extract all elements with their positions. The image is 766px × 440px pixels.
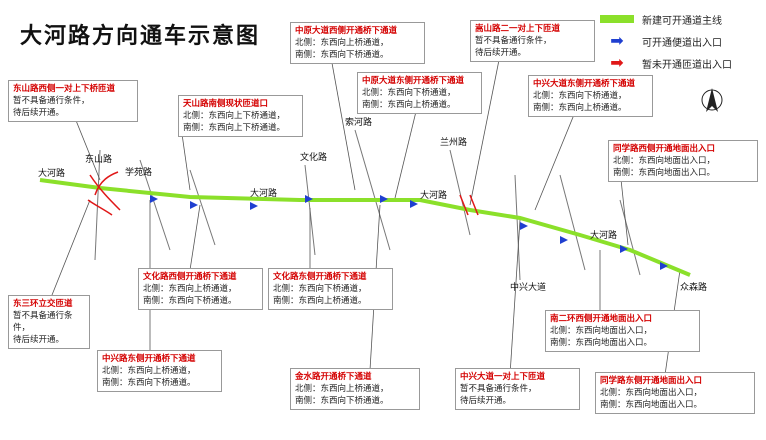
note-line: 北侧：东西向上桥通道， xyxy=(143,284,237,294)
note-line: 待后续开通。 xyxy=(460,396,512,406)
callout-note: 金水路开通桥下通道 北侧：东西向上桥通道， 南侧：东西向下桥通道。 xyxy=(290,368,420,410)
road-label-main-4: 大河路 xyxy=(590,229,617,241)
callout-note: 东三环立交匝道 暂不具备通行条件， 待后续开通。 xyxy=(8,295,90,349)
note-line: 南侧：东西向上桥通道。 xyxy=(362,100,456,110)
legend-label: 可开通便道出入口 xyxy=(642,37,722,49)
road-label-cross-6: 中兴大道 xyxy=(510,281,546,293)
note-line: 北侧：东西向地面出入口， xyxy=(600,388,703,398)
note-heading: 中兴大道一对上下匝道 xyxy=(460,372,546,382)
callout-note: 中兴路东侧开通桥下通道 北侧：东西向上桥通道， 南侧：东西向下桥通道。 xyxy=(97,350,222,392)
note-line: 南侧：东西向上桥通道。 xyxy=(273,296,367,306)
note-heading: 东山路西侧一对上下桥匝道 xyxy=(13,84,116,94)
note-line: 南侧：东西向地面出入口。 xyxy=(613,168,716,178)
note-heading: 中兴大道东侧开通桥下通道 xyxy=(533,79,636,89)
callout-note: 中兴大道东侧开通桥下通道 北侧：东西向下桥通道， 南侧：东西向上桥通道。 xyxy=(528,75,653,117)
road-label-cross-2: 学苑路 xyxy=(125,166,152,178)
callout-note: 文化路东侧开通桥下通道 北侧：东西向下桥通道， 南侧：东西向上桥通道。 xyxy=(268,268,393,310)
map-title: 大河路方向通车示意图 xyxy=(20,23,261,49)
note-line: 北侧：东西向下桥通道， xyxy=(273,284,367,294)
note-line: 北侧：东西向地面出入口， xyxy=(550,326,653,336)
note-line: 南侧：东西向地面出入口。 xyxy=(600,400,703,410)
note-line: 南侧：东西向下桥通道。 xyxy=(295,396,389,406)
note-heading: 南二环西侧开通地面出入口 xyxy=(550,314,653,324)
note-line: 北侧：东西向地面出入口， xyxy=(613,156,716,166)
note-line: 北侧：东西向下桥通道， xyxy=(533,91,627,101)
note-line: 暂不具备通行条件， xyxy=(475,36,552,46)
note-heading: 文化路西侧开通桥下通道 xyxy=(143,272,237,282)
note-heading: 中原大道西侧开通桥下通道 xyxy=(295,26,398,36)
callout-note: 天山路南侧现状匝道口 北侧：东西向上下桥通道， 南侧：东西向上下桥通道。 xyxy=(178,95,303,137)
road-label-cross-5: 兰州路 xyxy=(440,136,467,148)
note-heading: 中兴路东侧开通桥下通道 xyxy=(102,354,196,364)
road-label-cross-3: 文化路 xyxy=(300,151,327,163)
note-line: 南侧：东西向上桥通道。 xyxy=(533,103,627,113)
callout-note: 南二环西侧开通地面出入口 北侧：东西向地面出入口， 南侧：东西向地面出入口。 xyxy=(545,310,700,352)
note-line: 暂不具备通行条件， xyxy=(460,384,537,394)
road-label-cross-1: 东山路 xyxy=(85,153,112,165)
note-line: 南侧：东西向下桥通道。 xyxy=(102,378,196,388)
note-line: 北侧：东西向上下桥通道， xyxy=(183,111,286,121)
note-heading: 文化路东侧开通桥下通道 xyxy=(273,272,367,282)
road-label-main-1: 大河路 xyxy=(38,167,65,179)
note-heading: 金水路开通桥下通道 xyxy=(295,372,372,382)
note-line: 待后续开通。 xyxy=(475,48,527,58)
legend: 新建可开通道主线 ➡ 可开通便道出入口 ➡ 暂未开通匝道出入口 xyxy=(600,8,760,74)
callout-note: 中原大道西侧开通桥下通道 北侧：东西向上桥通道， 南侧：东西向下桥通道。 xyxy=(290,22,425,64)
note-heading: 同学路西侧开通地面出入口 xyxy=(613,144,716,154)
legend-line-swatch xyxy=(600,15,634,23)
note-line: 北侧：东西向下桥通道， xyxy=(362,88,456,98)
blue-arrow-icon: ➡ xyxy=(610,31,624,50)
road-label-main-3: 大河路 xyxy=(420,189,447,201)
callout-note: 同学路西侧开通地面出入口 北侧：东西向地面出入口， 南侧：东西向地面出入口。 xyxy=(608,140,758,182)
callout-note: 中原大道东侧开通桥下通道 北侧：东西向下桥通道， 南侧：东西向上桥通道。 xyxy=(357,72,482,114)
note-line: 暂不具备通行条件， xyxy=(13,311,73,333)
road-label-cross-7: 众森路 xyxy=(680,281,707,293)
legend-item-mainline: 新建可开通道主线 xyxy=(600,8,760,30)
closed-interchange xyxy=(87,171,479,216)
road-label-cross-4: 索河路 xyxy=(345,116,372,128)
main-line xyxy=(39,178,691,277)
note-line: 南侧：东西向上下桥通道。 xyxy=(183,123,286,133)
note-line: 暂不具备通行条件， xyxy=(13,96,90,106)
red-arrow-icon: ➡ xyxy=(610,53,624,72)
callout-note: 同学路东侧开通地面出入口 北侧：东西向地面出入口， 南侧：东西向地面出入口。 xyxy=(595,372,755,414)
note-line: 南侧：东西向下桥通道。 xyxy=(295,50,389,60)
note-heading: 同学路东侧开通地面出入口 xyxy=(600,376,703,386)
note-line: 南侧：东西向地面出入口。 xyxy=(550,338,653,348)
open-ramps xyxy=(150,195,668,270)
road-label-main-2: 大河路 xyxy=(250,187,277,199)
legend-item-open-ramp: ➡ 可开通便道出入口 xyxy=(600,30,760,52)
callout-note: 嵩山路二一对上下匝道 暂不具备通行条件， 待后续开通。 xyxy=(470,20,595,62)
note-line: 南侧：东西向下桥通道。 xyxy=(143,296,237,306)
note-heading: 中原大道东侧开通桥下通道 xyxy=(362,76,465,86)
note-line: 待后续开通。 xyxy=(13,335,65,345)
note-heading: 嵩山路二一对上下匝道 xyxy=(475,24,561,34)
note-line: 待后续开通。 xyxy=(13,108,65,118)
compass-icon xyxy=(701,88,723,112)
note-line: 北侧：东西向上桥通道， xyxy=(295,384,389,394)
legend-item-closed-ramp: ➡ 暂未开通匝道出入口 xyxy=(600,52,760,74)
callout-note: 东山路西侧一对上下桥匝道 暂不具备通行条件， 待后续开通。 xyxy=(8,80,138,122)
legend-label: 暂未开通匝道出入口 xyxy=(642,59,732,71)
callout-note: 文化路西侧开通桥下通道 北侧：东西向上桥通道， 南侧：东西向下桥通道。 xyxy=(138,268,263,310)
note-heading: 东三环立交匝道 xyxy=(13,299,73,309)
legend-label: 新建可开通道主线 xyxy=(642,15,722,27)
callout-leaders xyxy=(49,51,681,376)
note-heading: 天山路南侧现状匝道口 xyxy=(183,99,269,109)
note-line: 北侧：东西向上桥通道， xyxy=(295,38,389,48)
note-line: 北侧：东西向上桥通道， xyxy=(102,366,196,376)
callout-note: 中兴大道一对上下匝道 暂不具备通行条件， 待后续开通。 xyxy=(455,368,580,410)
